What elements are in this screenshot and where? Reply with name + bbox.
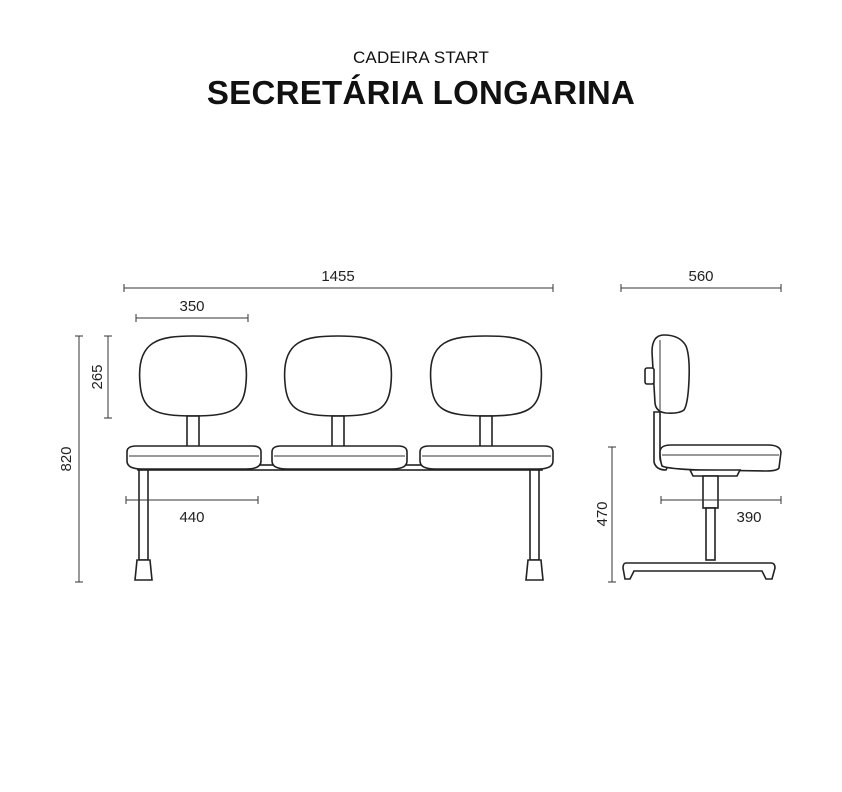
dim-seat-height: 470 — [594, 446, 616, 583]
leg-left — [134, 469, 153, 581]
backrest-1 — [138, 335, 248, 448]
dim-seat-depth: 390 — [660, 496, 782, 526]
seat-mechanism — [688, 469, 742, 477]
dim-back-width-label: 350 — [179, 298, 204, 315]
dim-depth-label: 560 — [688, 268, 713, 285]
dim-back-width: 350 — [135, 298, 249, 322]
side-base — [622, 562, 776, 580]
dim-total-height: 820 — [58, 335, 83, 583]
seat-1 — [126, 445, 262, 470]
leg-right — [525, 469, 544, 581]
front-view — [126, 335, 554, 581]
side-seat — [659, 444, 782, 472]
dim-seat-depth-label: 390 — [736, 509, 761, 526]
dim-total-width: 1455 — [123, 268, 554, 292]
dim-seat-width-label: 440 — [179, 509, 204, 526]
side-view — [622, 334, 782, 580]
dim-depth: 560 — [620, 268, 782, 292]
seat-3 — [419, 445, 554, 470]
dim-back-height: 265 — [89, 335, 112, 419]
product-title: SECRETÁRIA LONGARINA — [206, 74, 636, 111]
dim-total-width-label: 1455 — [321, 268, 354, 285]
backrest-adjuster — [644, 367, 655, 385]
backrest-2 — [283, 335, 393, 448]
product-subtitle: CADEIRA START — [352, 48, 490, 67]
dim-seat-width: 440 — [125, 496, 259, 526]
gas-column — [702, 475, 719, 509]
dim-back-height-label: 265 — [89, 364, 106, 389]
backrest-3 — [429, 335, 543, 448]
seat-2 — [271, 445, 408, 470]
side-backrest — [651, 334, 690, 414]
dim-total-height-label: 820 — [58, 446, 75, 471]
dim-seat-height-label: 470 — [594, 501, 611, 526]
